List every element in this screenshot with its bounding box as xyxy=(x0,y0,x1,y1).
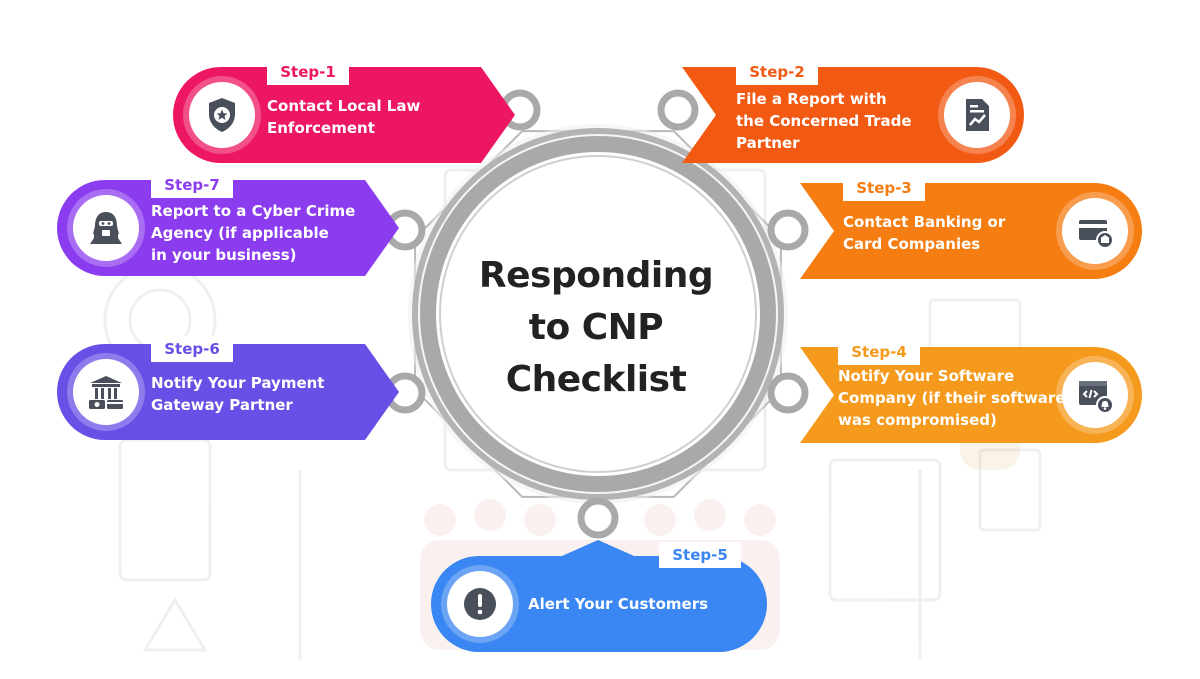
step-7-icon-badge xyxy=(73,195,139,261)
step-4-line-3: was compromised) xyxy=(838,411,997,429)
step-1-card: Contact Local Law Enforcement Step-1 xyxy=(173,59,515,163)
step-3-icon-badge xyxy=(1062,198,1128,264)
node-step-3 xyxy=(767,209,809,251)
step-3-tag: Step-3 xyxy=(843,175,925,201)
step-2-tag: Step-2 xyxy=(736,59,818,85)
bank-card-icon xyxy=(1079,220,1114,249)
step-1-text: Contact Local Law Enforcement xyxy=(267,95,420,139)
step-1-tag: Step-1 xyxy=(267,59,349,85)
step-4-text: Notify Your Software Company (if their s… xyxy=(838,365,1066,431)
step-7-line-3: in your business) xyxy=(151,246,297,264)
step-3-line-1: Contact Banking or xyxy=(843,213,1006,231)
step-5-shape xyxy=(431,540,767,652)
step-5-tag: Step-5 xyxy=(659,542,741,568)
exclamation-icon xyxy=(464,588,496,620)
step-5-line-1: Alert Your Customers xyxy=(528,595,709,613)
step-4-line-1: Notify Your Software xyxy=(838,367,1015,385)
center-main-ring xyxy=(420,136,776,492)
step-2-line-1: File a Report with xyxy=(736,90,887,108)
step-4-shape xyxy=(800,347,1142,443)
step-7-tag: Step-7 xyxy=(151,172,233,198)
step-6-line-2: Gateway Partner xyxy=(151,396,293,414)
step-2-line-3: Partner xyxy=(736,134,800,152)
step-4-line-2: Company (if their software xyxy=(838,389,1066,407)
center-inner-ring xyxy=(439,155,757,473)
step-6-icon-badge xyxy=(73,359,139,425)
step-3-card: Contact Banking or Card Companies Step-3 xyxy=(800,175,1142,279)
step-2-text: File a Report with the Concerned Trade P… xyxy=(736,88,912,154)
step-4-icon-badge xyxy=(1062,362,1128,428)
step-5-card: Alert Your Customers Step-5 xyxy=(431,540,767,652)
step-4-card: Notify Your Software Company (if their s… xyxy=(800,339,1142,443)
step-2-icon-badge xyxy=(944,82,1010,148)
title-line-2: to CNP xyxy=(528,307,664,348)
step-7-card: Report to a Cyber Crime Agency (if appli… xyxy=(57,172,399,276)
payment-gateway-icon xyxy=(89,376,123,409)
step-7-shape xyxy=(57,180,399,276)
step-6-line-1: Notify Your Payment xyxy=(151,374,325,392)
step-7-line-1: Report to a Cyber Crime xyxy=(151,202,356,220)
step-6-card: Notify Your Payment Gateway Partner Step… xyxy=(57,336,399,440)
hacker-icon xyxy=(90,212,122,244)
step-2-card: File a Report with the Concerned Trade P… xyxy=(682,59,1024,163)
step-3-shape xyxy=(800,183,1142,279)
step-2-line-2: the Concerned Trade xyxy=(736,112,912,130)
step-3-line-2: Card Companies xyxy=(843,235,981,253)
step-5-text: Alert Your Customers xyxy=(528,593,708,615)
software-alert-icon xyxy=(1079,381,1114,414)
node-step-5 xyxy=(577,497,619,539)
step-6-shape xyxy=(57,344,399,440)
report-document-icon xyxy=(966,99,989,131)
node-step-2 xyxy=(657,89,699,131)
step-4-tag: Step-4 xyxy=(838,339,920,365)
step-7-text: Report to a Cyber Crime Agency (if appli… xyxy=(151,200,355,266)
title-line-3: Checklist xyxy=(505,359,687,400)
step-1-shape xyxy=(173,67,515,163)
step-5-icon-badge xyxy=(447,571,513,637)
step-1-icon-badge xyxy=(189,82,255,148)
diagram-title: Responding to CNP Checklist xyxy=(460,250,732,406)
title-line-1: Responding xyxy=(478,255,714,296)
step-1-line-2: Enforcement xyxy=(267,119,375,137)
step-7-line-2: Agency (if applicable xyxy=(151,224,329,242)
step-2-shape xyxy=(682,67,1024,163)
center-outer-ring xyxy=(412,128,784,500)
step-1-line-1: Contact Local Law xyxy=(267,97,421,115)
step-3-text: Contact Banking or Card Companies xyxy=(843,211,1005,255)
step-6-tag: Step-6 xyxy=(151,336,233,362)
step-6-text: Notify Your Payment Gateway Partner xyxy=(151,372,324,416)
police-badge-icon xyxy=(209,98,235,132)
node-step-4 xyxy=(767,372,809,414)
